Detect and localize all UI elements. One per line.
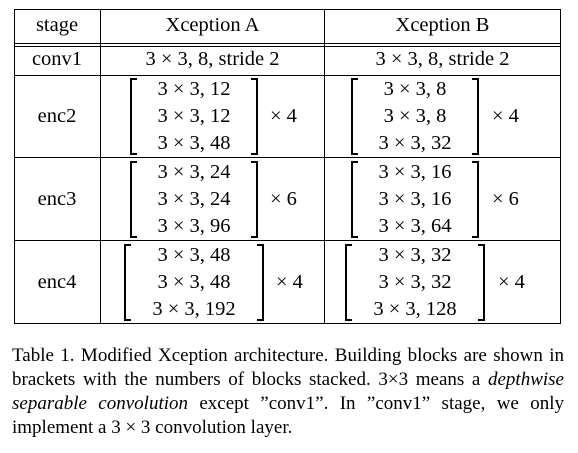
- enc4-xception-b-times: × 4: [498, 271, 525, 293]
- block-line: 3 × 3, 12: [157, 78, 231, 100]
- bracket-right: [251, 78, 258, 155]
- conv1-xception-b: 3 × 3, 8, stride 2: [375, 48, 510, 70]
- table-caption: Table 1. Modified Xception architecture.…: [12, 344, 564, 440]
- stage-column-divider: [100, 9, 101, 324]
- header-stage: stage: [35, 14, 79, 36]
- block-line: 3 × 3, 48: [157, 132, 231, 154]
- enc3-xception-b-times: × 6: [492, 188, 519, 210]
- bracket-left: [130, 78, 137, 155]
- table-bottom-rule: [14, 323, 561, 324]
- enc2-rule: [14, 157, 561, 158]
- enc3-xception-a-block: 3 × 3, 24 3 × 3, 24 3 × 3, 96: [130, 158, 258, 240]
- block-line: 3 × 3, 64: [378, 215, 452, 237]
- header-xception-a: Xception A: [165, 14, 260, 36]
- model-column-divider: [324, 9, 325, 324]
- enc2-xception-a-times: × 4: [270, 105, 297, 127]
- bracket-right: [257, 244, 264, 321]
- table-left-border: [14, 9, 15, 324]
- bracket-left: [130, 161, 137, 238]
- block-line: 3 × 3, 48: [157, 271, 231, 293]
- header-xception-b: Xception B: [395, 14, 490, 36]
- bracket-left: [345, 244, 352, 321]
- block-line: 3 × 3, 32: [378, 132, 452, 154]
- enc3-xception-a-times: × 6: [270, 188, 297, 210]
- block-line: 3 × 3, 16: [378, 161, 452, 183]
- stage-conv1: conv1: [31, 48, 83, 70]
- bracket-right: [472, 161, 479, 238]
- block-line: 3 × 3, 8: [383, 105, 447, 127]
- enc3-xception-b-block: 3 × 3, 16 3 × 3, 16 3 × 3, 64: [351, 158, 479, 240]
- enc2-xception-a-block: 3 × 3, 12 3 × 3, 12 3 × 3, 48: [130, 75, 258, 157]
- bracket-right: [478, 244, 485, 321]
- caption-text-end: except ”conv1”. In ”conv1” stage, we onl…: [12, 393, 564, 438]
- block-line: 3 × 3, 16: [378, 188, 452, 210]
- block-line: 3 × 3, 128: [373, 298, 457, 320]
- conv1-rule: [14, 75, 561, 76]
- architecture-table: stage Xception A Xception B conv1 3 × 3,…: [14, 9, 561, 324]
- block-line: 3 × 3, 24: [157, 188, 231, 210]
- bracket-left: [124, 244, 131, 321]
- block-line: 3 × 3, 32: [378, 271, 452, 293]
- block-line: 3 × 3, 24: [157, 161, 231, 183]
- stage-enc2: enc2: [37, 105, 77, 127]
- bracket-right: [472, 78, 479, 155]
- table-top-rule: [14, 9, 561, 10]
- enc4-xception-b-block: 3 × 3, 32 3 × 3, 32 3 × 3, 128: [345, 241, 485, 323]
- conv1-xception-a: 3 × 3, 8, stride 2: [145, 48, 280, 70]
- block-line: 3 × 3, 12: [157, 105, 231, 127]
- enc3-rule: [14, 240, 561, 241]
- header-double-rule: [14, 43, 561, 44]
- block-line: 3 × 3, 32: [378, 244, 452, 266]
- block-line: 3 × 3, 96: [157, 215, 231, 237]
- bracket-right: [251, 161, 258, 238]
- table-right-border: [560, 9, 561, 324]
- bracket-left: [351, 161, 358, 238]
- stage-enc4: enc4: [37, 271, 77, 293]
- block-line: 3 × 3, 8: [383, 78, 447, 100]
- block-line: 3 × 3, 192: [152, 298, 236, 320]
- caption-italic-term: depthwise separable convolution: [12, 369, 564, 414]
- enc4-xception-a-block: 3 × 3, 48 3 × 3, 48 3 × 3, 192: [124, 241, 264, 323]
- enc2-xception-b-block: 3 × 3, 8 3 × 3, 8 3 × 3, 32: [351, 75, 479, 157]
- bracket-left: [351, 78, 358, 155]
- block-line: 3 × 3, 48: [157, 244, 231, 266]
- enc4-xception-a-times: × 4: [276, 271, 303, 293]
- caption-text: Table 1. Modified Xception architecture.…: [12, 345, 564, 390]
- enc2-xception-b-times: × 4: [492, 105, 519, 127]
- stage-enc3: enc3: [37, 188, 77, 210]
